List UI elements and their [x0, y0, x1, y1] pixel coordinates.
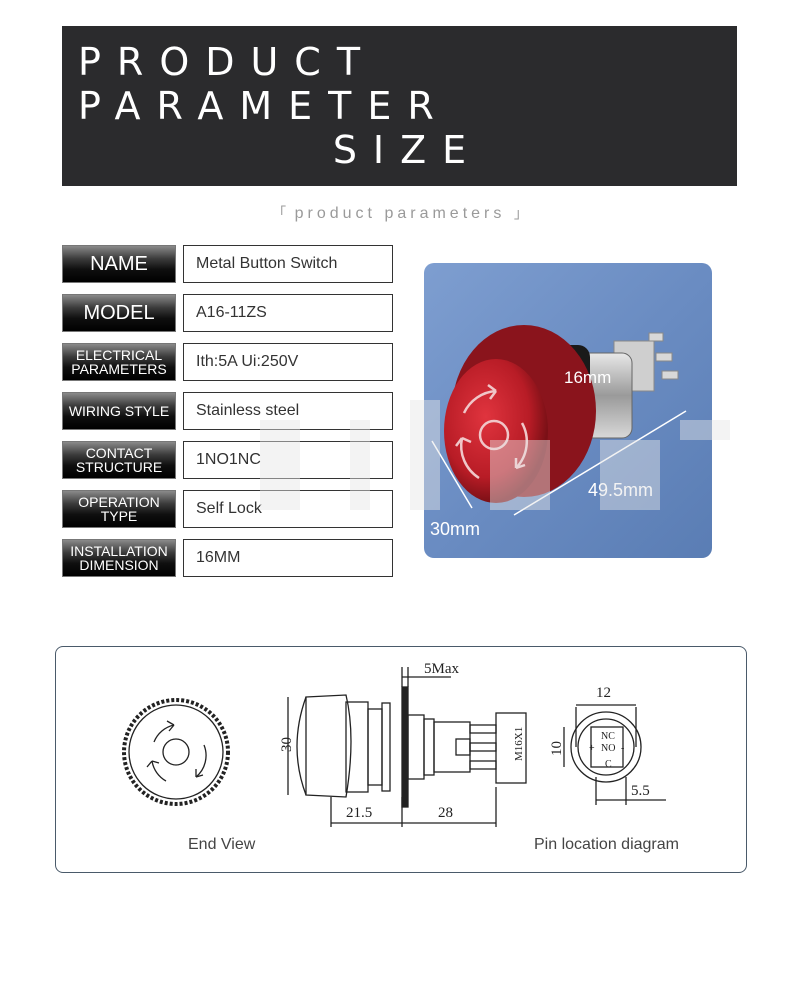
param-value: Ith:5A Ui:250V [183, 343, 393, 381]
param-value: Stainless steel [183, 392, 393, 430]
dim-28: 28 [438, 805, 453, 821]
param-row-electrical: ELECTRICAL PARAMETERS Ith:5A Ui:250V [62, 343, 393, 381]
end-view-caption: End View [188, 836, 256, 853]
banner-title-line1: PRODUCT PARAMETER [78, 40, 450, 128]
dim-head-label: 30mm [430, 519, 480, 539]
param-row-name: NAME Metal Button Switch [62, 245, 393, 283]
param-value: 16MM [183, 539, 393, 577]
param-label: ELECTRICAL PARAMETERS [62, 343, 176, 381]
param-label: CONTACT STRUCTURE [62, 441, 176, 479]
param-value: 1NO1NC [183, 441, 393, 479]
dim-10: 10 [549, 741, 565, 756]
param-row-contact: CONTACT STRUCTURE 1NO1NC [62, 441, 393, 479]
technical-drawing-panel: 5Max 30 21.5 28 M16X1 12 10 5.5 NC NO C … [55, 646, 747, 873]
subtitle-close-bracket: 」 [513, 205, 528, 221]
dim-length-label: 49.5mm [588, 480, 653, 500]
pin-plus: + [589, 743, 595, 754]
product-photo-illustration: 16mm 49.5mm 30mm [430, 325, 687, 539]
param-label: OPERATION TYPE [62, 490, 176, 528]
product-photo: 16mm 49.5mm 30mm [424, 263, 712, 558]
dim-21-5: 21.5 [346, 805, 372, 821]
dim-diameter-label: 16mm [564, 368, 611, 387]
param-row-wiring: WIRING STYLE Stainless steel [62, 392, 393, 430]
end-view-drawing [122, 698, 230, 806]
dimension-lines [431, 410, 687, 516]
pin-no-mid: NO [601, 743, 615, 754]
pin-nc: NC [601, 731, 615, 742]
banner-title-line2: SIZE [332, 128, 483, 172]
header-banner: PRODUCT PARAMETER SIZE [62, 26, 737, 186]
red-cap-face [444, 359, 548, 503]
param-label: MODEL [62, 294, 176, 332]
param-value: Metal Button Switch [183, 245, 393, 283]
param-value: A16-11ZS [183, 294, 393, 332]
param-row-operation: OPERATION TYPE Self Lock [62, 490, 393, 528]
param-value: Self Lock [183, 490, 393, 528]
param-label: NAME [62, 245, 176, 283]
dim-30: 30 [279, 737, 295, 752]
dim-5-5: 5.5 [631, 783, 650, 799]
subtitle-open-bracket: 「 [272, 205, 287, 221]
dim-12: 12 [596, 685, 611, 701]
param-label: INSTALLATION DIMENSION [62, 539, 176, 577]
param-row-model: MODEL A16-11ZS [62, 294, 393, 332]
subtitle-text: product parameters [294, 205, 506, 222]
technical-drawing: 5Max 30 21.5 28 M16X1 12 10 5.5 NC NO C … [122, 661, 666, 827]
pin-c: C [605, 759, 612, 770]
rotate-arrow-icon [455, 384, 529, 480]
dim-thread: M16X1 [513, 727, 525, 761]
side-view-drawing [287, 667, 527, 827]
param-row-installation: INSTALLATION DIMENSION 16MM [62, 539, 393, 577]
pin-location-drawing [563, 704, 666, 805]
pin-location-caption: Pin location diagram [534, 836, 679, 853]
param-label: WIRING STYLE [62, 392, 176, 430]
section-subtitle: 「 product parameters 」 [0, 203, 800, 223]
pin-minus: - [621, 743, 624, 754]
dim-5max: 5Max [424, 661, 459, 677]
